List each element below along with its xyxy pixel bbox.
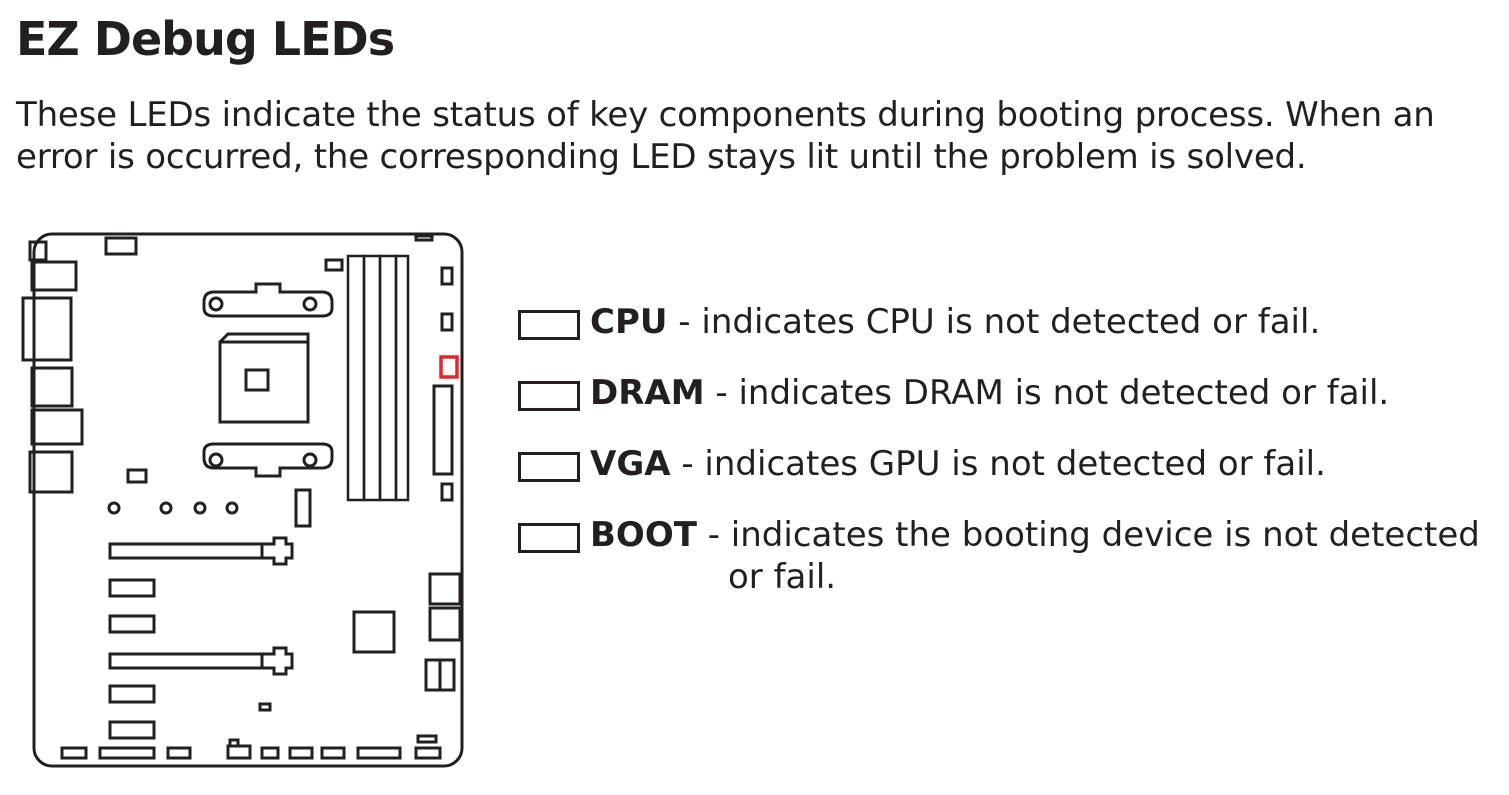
intro-line-2: error is occurred, the corresponding LED… [16,137,1307,177]
pcie-x1-slot [108,684,156,704]
cpu-socket-edge [218,332,310,414]
standoff [159,501,173,515]
io-port [28,240,48,262]
mount-hole [208,452,224,468]
atx-power-connector [432,384,454,476]
pcie-slot [108,652,264,670]
pcie-x1-slot [108,578,156,598]
legend-desc: - indicates GPU is not detected or fail. [670,444,1326,484]
legend-name: BOOT [590,515,697,555]
led-icon [518,452,580,482]
dimm-slot [362,254,382,502]
mount-hole [302,296,318,312]
cpu-bracket-bottom [202,442,334,478]
legend-name: DRAM [590,373,705,413]
page-title: EZ Debug LEDs [16,12,395,66]
mount-hole [302,452,318,468]
small-header [126,468,148,484]
sata-port [428,606,462,642]
io-port [30,366,74,408]
io-port [30,260,78,292]
top-header [104,236,138,256]
cpu-bracket-top [202,282,334,318]
bottom-header [416,734,438,744]
pcie-latch [262,646,294,676]
standoff [225,501,239,515]
board-outline [32,232,464,768]
small-header [258,702,272,712]
bottom-header [60,746,88,760]
io-port [30,408,84,446]
intro-line-1: These LEDs indicate the status of key co… [16,95,1435,135]
pcie-x1-slot [108,720,156,740]
bottom-header [288,746,314,760]
led-highlight-marker [439,355,459,379]
sata-port [424,658,442,692]
io-port [28,450,74,494]
side-header [440,266,454,286]
legend-desc-continued: or fail. [728,557,837,597]
bottom-header [98,746,156,760]
bottom-header [228,738,240,748]
bottom-header [226,744,252,760]
m2-slot [294,488,312,528]
mount-hole [208,296,224,312]
bottom-header [320,746,346,760]
pcie-latch [262,536,294,566]
io-port [21,296,73,362]
bottom-header [166,746,192,760]
side-header [440,312,454,332]
led-icon [518,523,580,553]
bottom-header [260,746,280,760]
bottom-header [356,746,402,760]
motherboard-diagram [21,232,464,768]
cpu-socket-center [244,368,270,392]
cpu-socket [218,340,310,424]
legend-desc: - indicates the booting device is not de… [696,515,1480,555]
sata-port [438,658,456,692]
dimm-slot [378,254,398,502]
legend-name: CPU [590,302,668,342]
legend-desc: - indicates DRAM is not detected or fail… [704,373,1390,413]
power-header [324,258,344,272]
led-icon [518,381,580,411]
pcie-x1-slot [108,614,156,634]
pcie-slot [108,542,264,560]
legend-desc: - indicates CPU is not detected or fail. [667,302,1321,342]
intro-paragraph: These LEDs indicate the status of key co… [16,94,1506,178]
standoff [107,501,121,515]
sata-port [428,572,462,606]
legend-name: VGA [590,444,671,484]
chipset [352,610,396,654]
side-header [440,482,454,502]
dimm-slot [394,254,410,502]
top-right-header [414,234,434,242]
bottom-header [414,746,442,760]
led-icon [518,310,580,340]
standoff [193,501,207,515]
dimm-slot [346,254,366,502]
